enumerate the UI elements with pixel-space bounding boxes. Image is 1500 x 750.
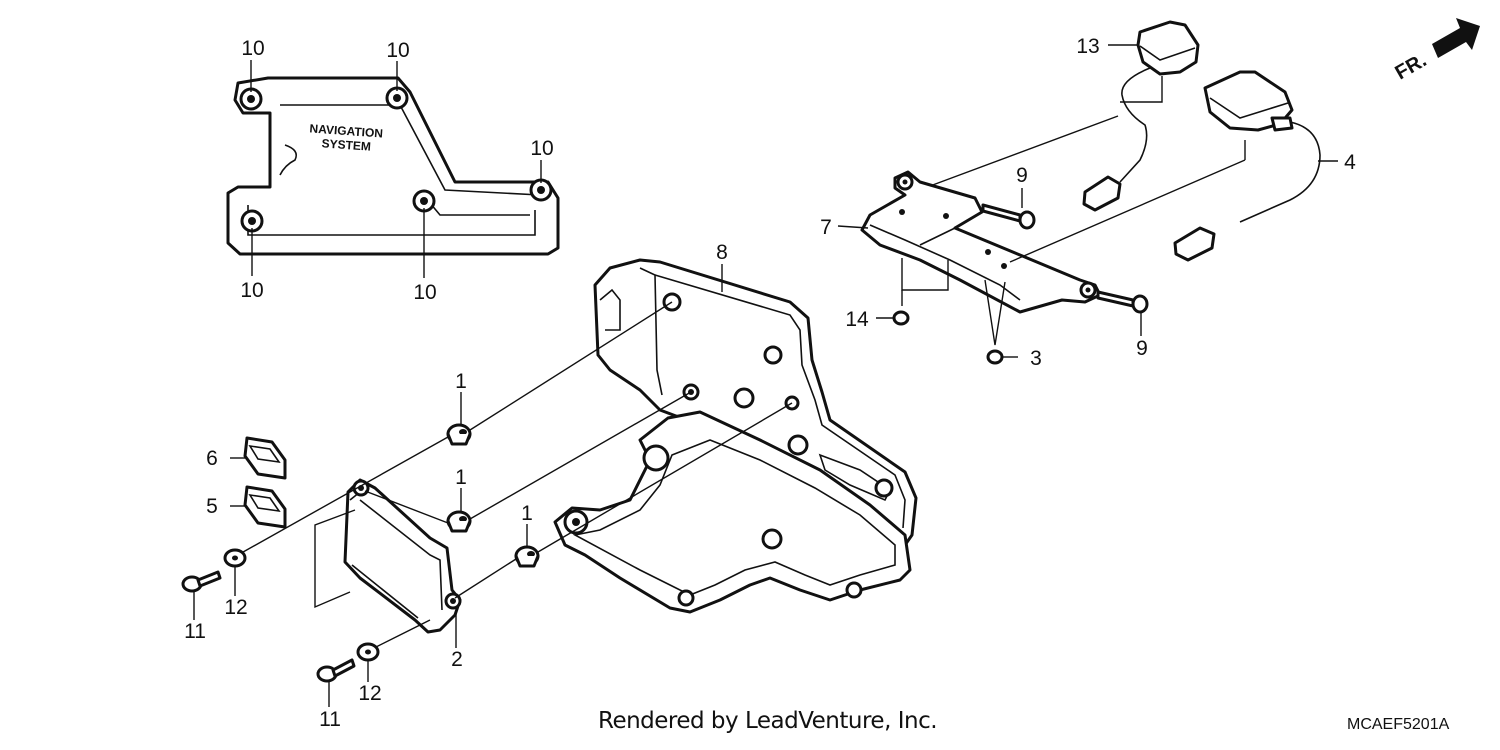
callout-9-a: 9 bbox=[1016, 164, 1028, 187]
rendered-by-credit: Rendered by LeadVenture, Inc. bbox=[598, 708, 938, 734]
callout-12-a: 12 bbox=[224, 596, 247, 619]
callout-13: 13 bbox=[1076, 35, 1099, 58]
bracket-label-line1: NAVIGATION bbox=[309, 121, 383, 140]
callout-8: 8 bbox=[716, 241, 728, 264]
callout-1-b: 1 bbox=[455, 466, 467, 489]
antenna-4 bbox=[1173, 70, 1338, 262]
diagram-code: MCAEF5201A bbox=[1347, 716, 1450, 733]
callout-10-d: 10 bbox=[240, 279, 263, 302]
card-6 bbox=[230, 436, 287, 480]
navigation-bracket: NAVIGATION SYSTEM bbox=[226, 60, 560, 278]
grommet-upper bbox=[446, 423, 472, 446]
callout-7: 7 bbox=[820, 216, 832, 239]
screw-9-upper bbox=[981, 188, 1036, 230]
screw-lower bbox=[316, 658, 356, 707]
grommets bbox=[235, 301, 793, 652]
callout-1-c: 1 bbox=[521, 502, 533, 525]
front-direction-arrow: FR. bbox=[1392, 18, 1480, 84]
callout-1-a: 1 bbox=[455, 370, 467, 393]
callout-14: 14 bbox=[845, 308, 869, 331]
callout-4: 4 bbox=[1344, 151, 1356, 174]
callout-6: 6 bbox=[206, 447, 218, 470]
antenna-13 bbox=[1082, 20, 1200, 212]
washer-upper bbox=[223, 548, 247, 596]
callout-11-b: 11 bbox=[319, 708, 341, 731]
callout-2: 2 bbox=[451, 648, 463, 671]
callout-10-c: 10 bbox=[530, 137, 553, 160]
callout-11-a: 11 bbox=[184, 620, 206, 643]
antenna-bracket bbox=[837, 115, 1246, 346]
screw-9-lower bbox=[1096, 290, 1149, 336]
grommet-middle bbox=[446, 510, 472, 533]
card-5 bbox=[230, 485, 287, 529]
callout-10-b: 10 bbox=[386, 39, 409, 62]
navigation-unit bbox=[314, 478, 462, 634]
grommet-lower bbox=[514, 545, 540, 568]
callout-3: 3 bbox=[1030, 347, 1042, 370]
bracket-label-line2: SYSTEM bbox=[321, 136, 371, 153]
callout-5: 5 bbox=[206, 495, 218, 518]
main-tray bbox=[553, 258, 918, 614]
callout-12-b: 12 bbox=[358, 682, 381, 705]
screw-14 bbox=[876, 310, 910, 326]
washer-lower bbox=[356, 642, 380, 682]
callout-10-a: 10 bbox=[241, 37, 264, 60]
front-arrow-label: FR. bbox=[1392, 49, 1431, 84]
screw-upper bbox=[181, 570, 222, 620]
screw-3 bbox=[986, 349, 1018, 365]
callout-9-b: 9 bbox=[1136, 337, 1148, 360]
callout-10-e: 10 bbox=[413, 281, 436, 304]
callout-labels: 10 10 10 10 10 8 1 1 1 6 5 12 11 2 12 11… bbox=[184, 35, 1356, 731]
